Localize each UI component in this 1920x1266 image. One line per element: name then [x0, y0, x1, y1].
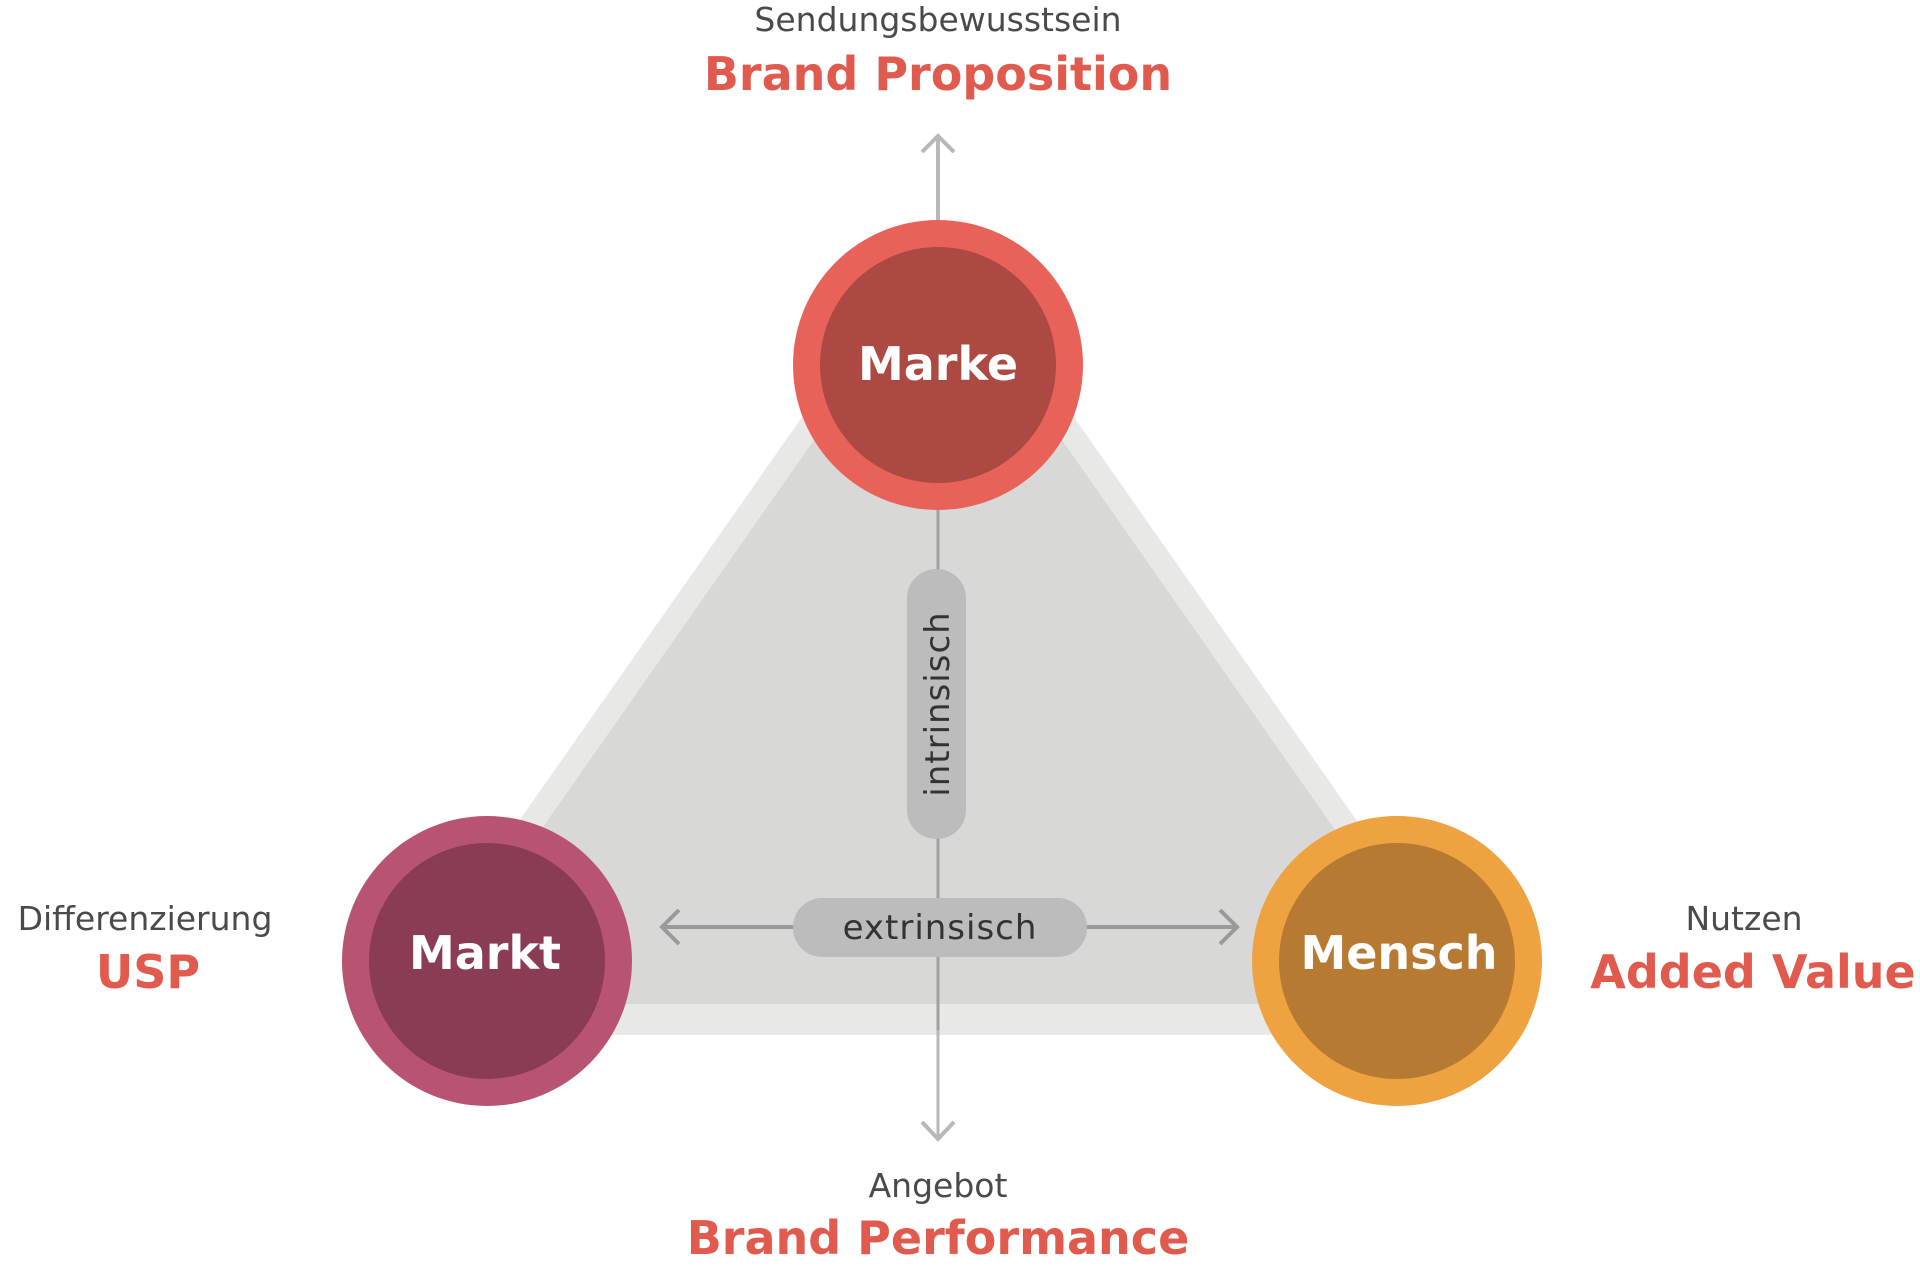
- node-marke: Marke: [793, 220, 1083, 510]
- left-subtitle: Differenzierung: [18, 899, 273, 938]
- arrow-right-icon: [1218, 908, 1240, 946]
- arrow-up-icon: [920, 133, 956, 154]
- arrow-down-icon: [920, 1120, 956, 1142]
- intrinsisch-pill: [907, 569, 966, 839]
- left-title: USP: [96, 945, 200, 999]
- node-markt-label: Markt: [409, 926, 561, 980]
- extrinsisch-pill: [793, 898, 1087, 957]
- intrinsisch-label: intrinsisch: [918, 611, 958, 796]
- node-mensch: Mensch: [1252, 816, 1542, 1106]
- right-subtitle: Nutzen: [1685, 899, 1802, 938]
- top-subtitle: Sendungsbewusstsein: [754, 0, 1121, 39]
- node-marke-label: Marke: [858, 337, 1018, 391]
- bottom-subtitle: Angebot: [869, 1166, 1008, 1205]
- right-title: Added Value: [1590, 945, 1915, 999]
- arrow-left-icon: [659, 908, 681, 946]
- extrinsisch-label: extrinsisch: [843, 908, 1038, 948]
- bottom-title: Brand Performance: [687, 1211, 1190, 1265]
- node-markt: Markt: [342, 816, 632, 1106]
- node-mensch-label: Mensch: [1300, 926, 1497, 980]
- top-title: Brand Proposition: [704, 47, 1172, 101]
